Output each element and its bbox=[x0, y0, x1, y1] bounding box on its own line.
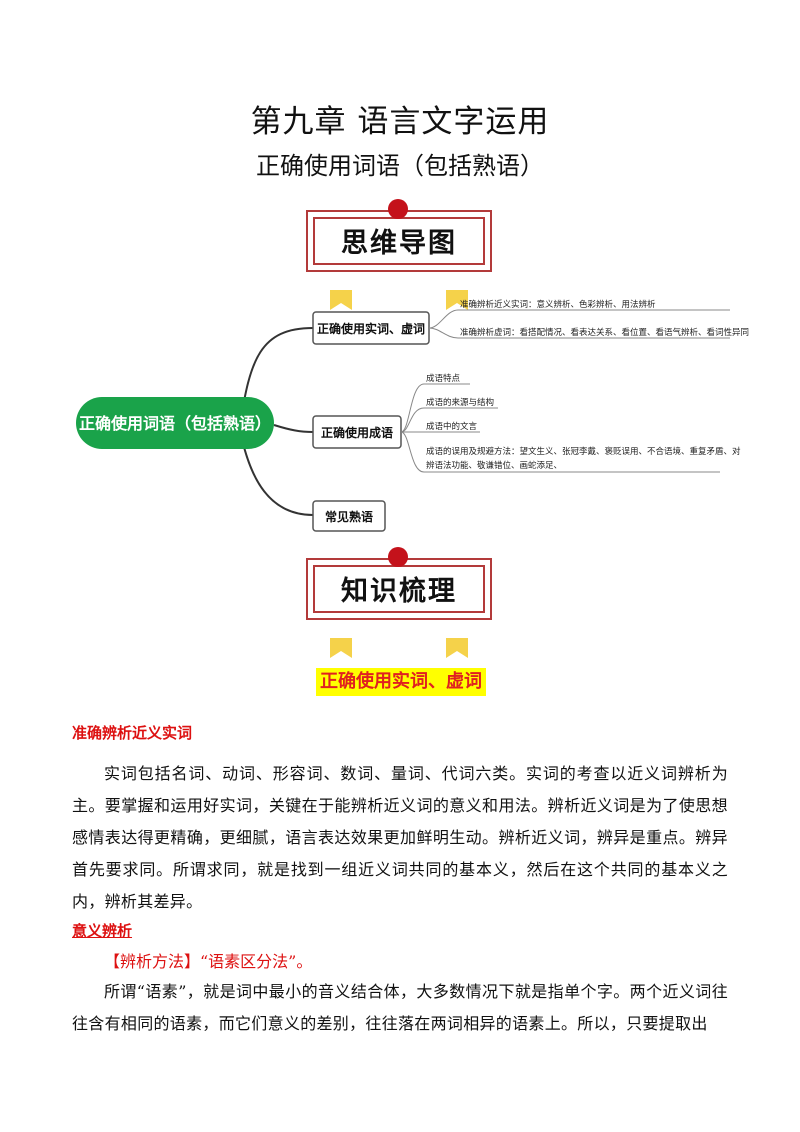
mindmap-banner-label: 思维导图 bbox=[341, 228, 457, 259]
mindmap-root-node bbox=[76, 397, 274, 449]
mindmap-leaf: 成语特点 bbox=[426, 373, 461, 384]
mindmap-leaf: 成语中的文言 bbox=[426, 421, 478, 432]
mindmap-branch-node bbox=[312, 500, 386, 532]
banner-outer-frame bbox=[306, 558, 492, 620]
section-heading: 正确使用实词、虚词 bbox=[316, 668, 486, 696]
connector-line bbox=[428, 327, 730, 339]
connector-line bbox=[400, 383, 470, 433]
subheading-near-synonyms: 准确辨析近义实词 bbox=[72, 724, 193, 742]
mindmap-banner: 思维导图 bbox=[306, 199, 492, 310]
paragraph-content-words: 实词包括名词、动词、形容词、数词、量词、代词六类。实词的考查以近义词辨析为主。要… bbox=[72, 764, 728, 911]
knowledge-banner: 知识梳理 bbox=[306, 547, 492, 658]
connector-line bbox=[400, 431, 720, 473]
paragraph-morpheme: 所谓“语素”，就是词中最小的音义结合体，大多数情况下就是指单个字。两个近义词往往… bbox=[72, 982, 728, 1033]
method-note: 【辨析方法】“语素区分法”。 bbox=[104, 952, 313, 971]
red-pin-icon bbox=[388, 547, 408, 567]
knowledge-banner-label: 知识梳理 bbox=[341, 576, 457, 607]
mindmap-branch-label: 正确使用实词、虚词 bbox=[317, 321, 425, 336]
subheading-meaning: 意义辨析 bbox=[72, 922, 133, 940]
connector-line bbox=[428, 309, 730, 329]
red-pin-icon bbox=[388, 199, 408, 219]
mind-map: 正确使用词语（包括熟语） 正确使用实词、虚词 准确辨析近义实词：意义辨析、色彩辨… bbox=[76, 299, 749, 532]
mindmap-leaf: 成语的误用及规避方法：望文生义、张冠李戴、褒贬误用、不合语境、重复矛盾、对 bbox=[426, 446, 741, 457]
connector-line bbox=[400, 407, 498, 433]
mindmap-leaf: 辨语法功能、敬谦错位、画蛇添足、 bbox=[426, 460, 562, 471]
mindmap-leaf: 成语的来源与结构 bbox=[426, 397, 494, 408]
connector-line bbox=[273, 424, 314, 433]
page-subtitle: 正确使用词语（包括熟语） bbox=[256, 152, 544, 180]
mindmap-leaf: 准确辨析近义实词：意义辨析、色彩辨析、用法辨析 bbox=[460, 299, 656, 310]
mindmap-branch-label: 常见熟语 bbox=[325, 509, 373, 524]
mindmap-leaf: 准确辨析虚词：看搭配情况、看表达关系、看位置、看语气辨析、看词性异同 bbox=[460, 327, 749, 338]
page-title: 第九章 语言文字运用 bbox=[250, 104, 550, 140]
mindmap-root-label: 正确使用词语（包括熟语） bbox=[79, 414, 271, 433]
mindmap-branch-label: 正确使用成语 bbox=[321, 425, 393, 440]
